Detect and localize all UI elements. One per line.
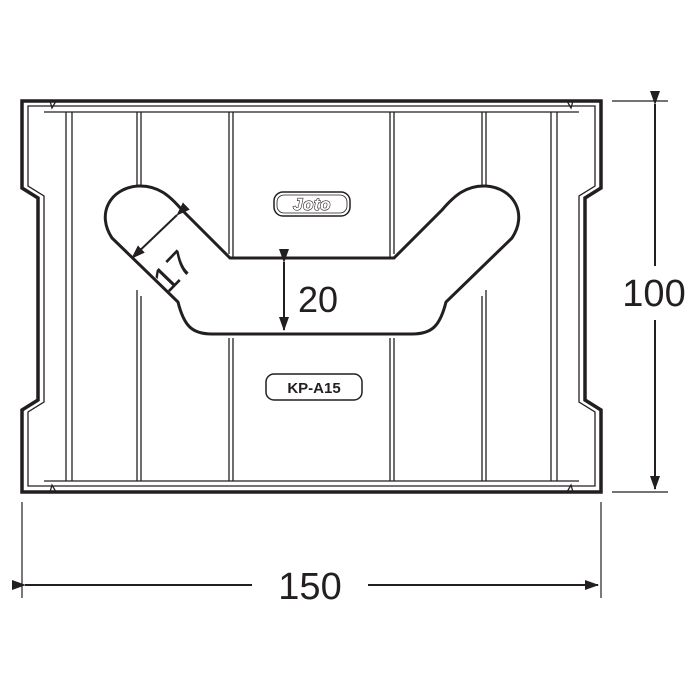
brand-logo: Joto <box>273 191 351 217</box>
slot-height-dimension: 20 <box>279 249 338 331</box>
model-code: KP-A15 <box>287 380 340 397</box>
handle-slot <box>103 184 521 336</box>
width-dimension: 150 <box>12 502 602 608</box>
panel-body <box>20 99 603 494</box>
ribs <box>65 112 558 481</box>
width-label: 150 <box>278 566 341 608</box>
height-dimension: 100 <box>612 91 686 493</box>
height-label: 100 <box>622 273 685 315</box>
model-label: KP-A15 <box>265 373 363 401</box>
brand-logo-text: Joto <box>293 195 331 214</box>
slot-height-label: 20 <box>298 279 338 320</box>
